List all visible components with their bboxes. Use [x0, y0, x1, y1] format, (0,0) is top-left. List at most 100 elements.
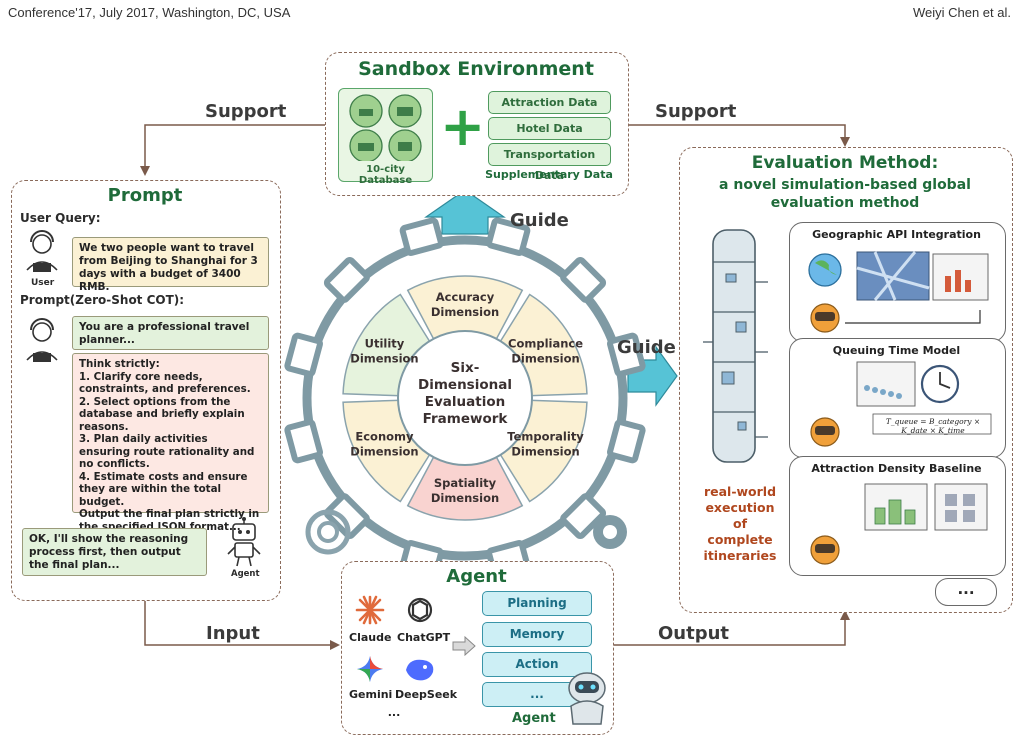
user-query-label: User Query: — [20, 211, 101, 225]
framework-center-line: Dimensional — [418, 377, 512, 393]
gear-tooth — [607, 332, 646, 377]
gear-tooth — [284, 419, 323, 464]
system-prompt-bubble: You are a professional travel planner... — [72, 316, 269, 350]
more-methods: ... — [935, 578, 997, 606]
user-query-bubble: We two people want to travel from Beijin… — [72, 237, 269, 293]
big-gear — [302, 235, 628, 561]
gear-tooth — [560, 493, 607, 540]
agent-reply-bubble: OK, I'll show the reasoning process firs… — [22, 528, 207, 576]
density-illustration — [810, 483, 988, 565]
agent-label: Agent — [231, 569, 260, 579]
module-action: Action — [482, 652, 592, 677]
real-world-line: real-world — [703, 484, 777, 499]
city-database-label: 10-city Database — [358, 164, 413, 186]
header-authors: Weiyi Chen et al. — [912, 5, 1011, 20]
llm-gemini-label: Gemini — [349, 688, 393, 701]
dimension-label: Utility — [365, 337, 405, 351]
dimension-label: Dimension — [350, 352, 418, 366]
real-world-line: itineraries — [703, 548, 777, 563]
think-line: 2. Select options from the database and … — [79, 395, 245, 433]
transportation-data: Transportation Data — [488, 143, 611, 182]
small-gear-left — [305, 509, 351, 555]
input-label: Input — [206, 623, 260, 644]
guide-right-label: Guide — [617, 337, 676, 358]
llm-chatgpt-label: ChatGPT — [397, 631, 451, 644]
queuing-illustration — [810, 361, 992, 447]
dimension-label: Dimension — [350, 445, 418, 459]
real-world-line: complete — [707, 532, 773, 547]
queuing-formula: T_queue = B_category × K_date × K_time — [885, 417, 981, 435]
evaluation-title: Evaluation Method: — [751, 153, 939, 173]
evaluation-subtitle-line: a novel simulation-based global — [719, 177, 971, 193]
evaluation-subtitle-line: evaluation method — [770, 195, 920, 211]
support-right-label: Support — [655, 101, 737, 122]
robot-icon — [227, 517, 261, 567]
small-gear-right — [593, 515, 627, 549]
gear-tooth — [607, 419, 646, 464]
dimension-label: Temporality — [507, 430, 584, 444]
framework-center-line: Evaluation — [425, 394, 505, 410]
support-right-arrow — [628, 124, 846, 140]
city-database: 10-city Database — [338, 88, 433, 186]
module-memory: Memory — [482, 622, 592, 647]
agent-robot-label: Agent — [512, 711, 556, 726]
gear-tooth — [323, 493, 370, 540]
support-left-label: Support — [205, 101, 287, 122]
user-avatar-icon — [26, 230, 58, 272]
llm-deepseek-label: DeepSeek — [395, 688, 458, 701]
hotel-data: Hotel Data — [488, 117, 611, 140]
simulation-tower-icon — [703, 229, 768, 463]
real-world-line: execution — [705, 500, 775, 515]
gear-tooth — [323, 256, 370, 303]
real-world-label: real-world execution of complete itinera… — [695, 484, 785, 564]
framework-center-line: Six- — [451, 360, 480, 376]
queuing-model-title: Queuing Time Model — [832, 344, 961, 357]
agent-robot-icon — [568, 672, 606, 725]
dimension-label: Dimension — [431, 491, 499, 505]
dimension-label: Dimension — [511, 352, 579, 366]
sandbox-title: Sandbox Environment — [358, 58, 594, 80]
think-line: Think strictly: — [79, 358, 160, 370]
guide-top-label: Guide — [510, 210, 569, 231]
arrow-right-icon — [452, 636, 476, 656]
real-world-line: of — [732, 516, 748, 531]
output-label: Output — [658, 623, 730, 644]
claude-icon — [355, 595, 385, 625]
chatgpt-icon — [407, 597, 433, 623]
attraction-data: Attraction Data — [488, 91, 611, 114]
user-label: User — [31, 278, 55, 288]
framework-center-line: Framework — [423, 411, 509, 427]
evaluation-subtitle: a novel simulation-based global evaluati… — [679, 176, 1011, 212]
zero-shot-label: Prompt(Zero-Shot COT): — [20, 293, 185, 307]
think-line: 3. Plan daily activities ensuring route … — [79, 433, 255, 470]
gear-tooth — [560, 256, 607, 303]
header-venue: Conference'17, July 2017, Washington, DC… — [8, 5, 291, 20]
deepseek-icon — [406, 659, 434, 681]
dimension-label: Dimension — [511, 445, 579, 459]
think-line: 4. Estimate costs and ensure they are wi… — [79, 470, 248, 508]
geographic-api-title: Geographic API Integration — [812, 228, 981, 241]
geo-illustration — [808, 251, 989, 333]
output-arrow — [613, 618, 846, 646]
support-left-arrow — [144, 124, 330, 170]
dimension-label: Dimension — [431, 305, 499, 319]
dimension-label: Spatiality — [434, 476, 497, 490]
input-arrow — [144, 600, 332, 646]
gear-tooth — [399, 217, 444, 256]
dimension-label: Compliance — [508, 337, 583, 351]
think-line: 1. Clarify core needs, constraints, and … — [79, 370, 251, 396]
dimension-label: Accuracy — [436, 290, 495, 304]
gear-tooth — [486, 217, 531, 256]
agent-title: Agent — [446, 566, 507, 587]
module-planning: Planning — [482, 591, 592, 616]
gear-tooth — [284, 332, 323, 377]
attraction-density-title: Attraction Density Baseline — [811, 462, 982, 475]
think-steps-box: Think strictly: 1. Clarify core needs, c… — [72, 353, 269, 533]
framework-center — [397, 330, 533, 466]
llm-claude-label: Claude — [349, 631, 392, 644]
llm-more: ... — [387, 706, 401, 719]
prompt-title: Prompt — [107, 185, 183, 206]
dimension-label: Economy — [355, 430, 414, 444]
